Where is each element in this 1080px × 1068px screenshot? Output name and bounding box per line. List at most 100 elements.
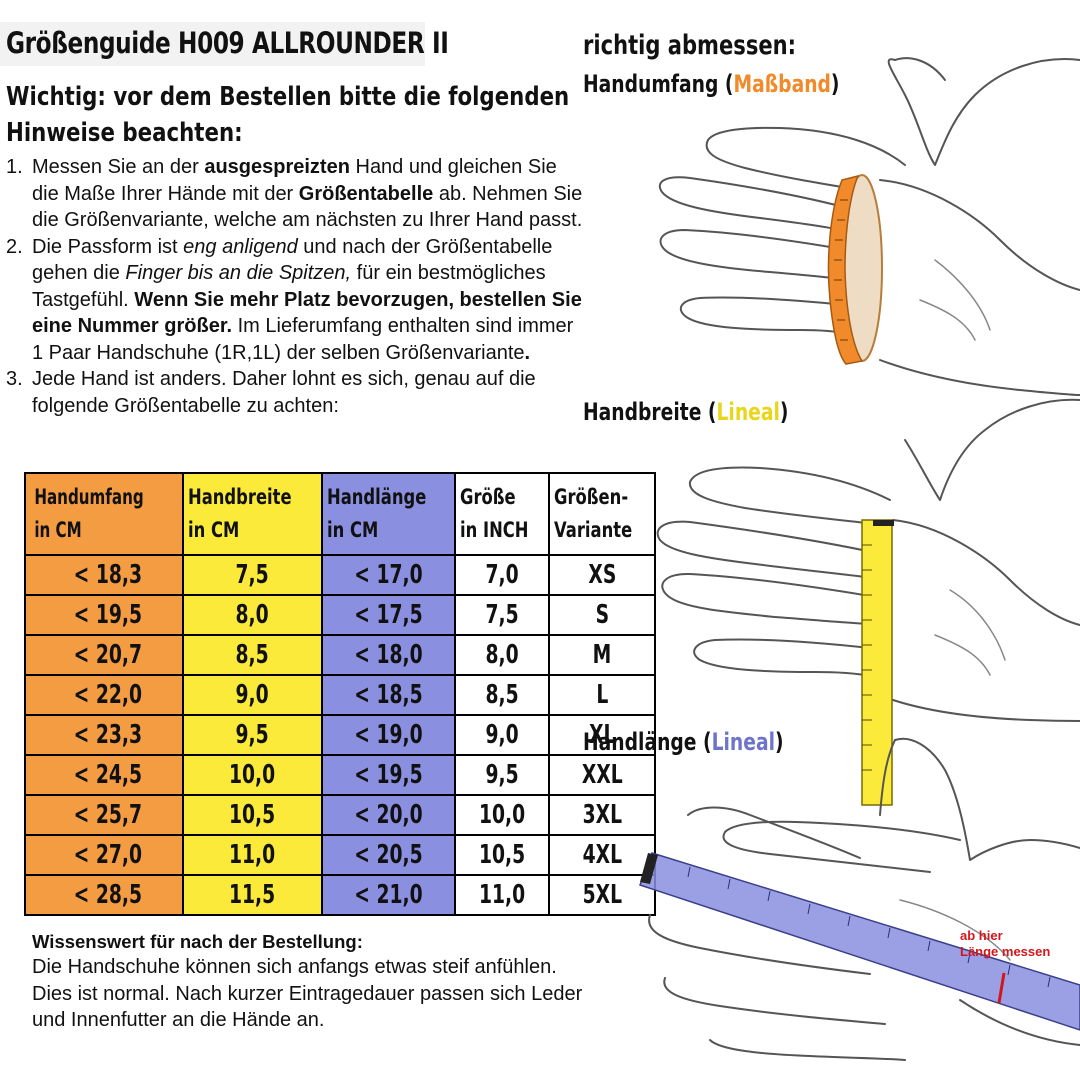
instruction-item: 3. Jede Hand ist anders. Daher lohnt es s… [6, 366, 586, 419]
instruction-text-part: Im Lieferumfang enthalten sind immer 1 P… [32, 315, 574, 364]
table-cell-value: 9,0 [235, 680, 269, 710]
after-order-title: Wissenswert für nach der Bestellung: [32, 931, 363, 952]
table-cell: < 23,3 [24, 714, 184, 756]
table-cell-value: 10,0 [478, 800, 526, 830]
table-cell: 10,0 [181, 754, 323, 796]
table-header-line: Handbreite [187, 485, 292, 509]
instruction-text-part: Wenn Sie mehr Platz bevorzugen, bestelle… [32, 288, 582, 338]
label-circumference-text: Handumfang ( [583, 70, 734, 98]
instruction-text: Die Passform ist eng anligend und nach d… [32, 234, 586, 367]
table-cell: XS [547, 554, 657, 596]
instruction-text-part: Messen Sie an der [32, 156, 205, 178]
table-cell-value: < 18,3 [74, 560, 143, 590]
table-cell: M [547, 634, 657, 676]
table-cell-value: < 19,5 [74, 600, 143, 630]
table-cell: 4XL [547, 834, 657, 876]
instruction-text-part: Hand und gleichen Sie die Maße Ihrer Hän… [32, 156, 557, 205]
length-start-note-line2: Länge messen [960, 944, 1051, 959]
table-cell: XXL [547, 754, 657, 796]
hand-length-illustration [648, 737, 1080, 1061]
table-cell-value: M [592, 640, 612, 670]
table-cell-value: 3XL [582, 800, 622, 830]
table-cell-value: < 18,5 [354, 680, 423, 710]
table-cell: L [547, 674, 657, 716]
page-title: Größenguide H009 ALLROUNDER II [6, 26, 449, 60]
table-cell: 9,0 [181, 674, 323, 716]
table-cell: 8,0 [454, 634, 550, 676]
table-cell: 8,0 [181, 594, 323, 636]
table-cell: 7,0 [454, 554, 550, 596]
length-start-note-line1: ab hier [960, 928, 1003, 943]
label-length: Handlänge (Lineal) [583, 728, 784, 756]
instruction-text: Jede Hand ist anders. Daher lohnt es sic… [32, 366, 586, 419]
table-cell: < 25,7 [24, 794, 184, 836]
instruction-text-part: Größentabelle [298, 182, 434, 205]
table-cell: < 20,5 [320, 834, 457, 876]
instruction-text-part: Finger bis an die Spitzen, [125, 262, 352, 284]
table-cell-value: XS [588, 560, 616, 590]
instruction-item: 1.Messen Sie an der ausgespreizten Hand … [6, 154, 586, 234]
table-cell-value: < 23,3 [74, 720, 143, 750]
table-cell-value: < 17,5 [354, 600, 423, 630]
instruction-text-part: ausgespreizten [204, 156, 350, 178]
table-cell: < 17,0 [320, 554, 457, 596]
hand-circumference-illustration [658, 57, 1080, 396]
table-cell: 9,5 [181, 714, 323, 756]
label-circumference-close: ) [830, 70, 840, 98]
table-cell: < 22,0 [24, 674, 184, 716]
table-cell-value: < 20,7 [74, 640, 143, 670]
instruction-text-part: . [524, 341, 531, 364]
table-cell-value: < 27,0 [74, 840, 143, 870]
hand-width-illustration [656, 398, 1080, 722]
instruction-number: 3. [6, 368, 23, 390]
instruction-text-part: für ein bestmögliches Tastgefühl. [32, 262, 546, 311]
label-circumference: Handumfang (Maßband) [583, 70, 839, 98]
ruler-yellow [861, 519, 894, 806]
important-heading-line2: Hinweise beachten: [6, 118, 243, 148]
label-width: Handbreite (Lineal) [583, 398, 788, 426]
label-width-tool: Lineal [716, 398, 780, 426]
instruction-text-part: Jede Hand ist anders. Daher lohnt es sic… [32, 368, 536, 417]
table-cell-value: < 22,0 [74, 680, 143, 710]
label-length-tool: Lineal [711, 728, 776, 756]
table-cell: < 19,5 [320, 754, 457, 796]
instructions-list: 1.Messen Sie an der ausgespreizten Hand … [6, 154, 586, 419]
table-cell: 7,5 [181, 554, 323, 596]
measuring-tape [827, 174, 883, 365]
instruction-text-part: eng anligend [183, 235, 298, 258]
important-heading-line1: Wichtig: vor dem Bestellen bitte die fol… [6, 82, 570, 112]
table-cell-value: 7,5 [235, 560, 269, 590]
table-header-line: Handlänge [326, 485, 427, 509]
table-header-line: in CM [326, 518, 379, 542]
measure-title: richtig abmessen: [583, 30, 797, 61]
table-cell-value: 8,5 [485, 680, 519, 710]
table-cell: < 20,0 [320, 794, 457, 836]
label-length-text: Handlänge ( [583, 728, 712, 756]
table-header-cell: Handlänge in CM [320, 472, 457, 556]
table-row: < 22,0 9,0 < 18,5 8,5 L [24, 674, 657, 716]
table-cell: 8,5 [454, 674, 550, 716]
table-cell: < 19,5 [24, 594, 184, 636]
table-cell: XL [547, 714, 657, 756]
table-cell: < 24,5 [24, 754, 184, 796]
title-banner [0, 22, 425, 66]
table-cell-value: 10,5 [478, 840, 526, 870]
table-cell: 8,5 [181, 634, 323, 676]
table-cell-value: L [596, 680, 608, 710]
table-cell-value: < 21,0 [354, 880, 423, 910]
table-header-line: Handumfang [34, 485, 144, 509]
table-cell-value: 9,5 [485, 760, 519, 790]
length-start-note: ab hier Länge messen [960, 928, 1050, 960]
table-cell: < 18,3 [24, 554, 184, 596]
table-header-line: in CM [34, 518, 82, 542]
table-cell: < 19,0 [320, 714, 457, 756]
table-cell-value: 8,0 [235, 600, 269, 630]
table-cell-value: 11,0 [478, 880, 526, 910]
